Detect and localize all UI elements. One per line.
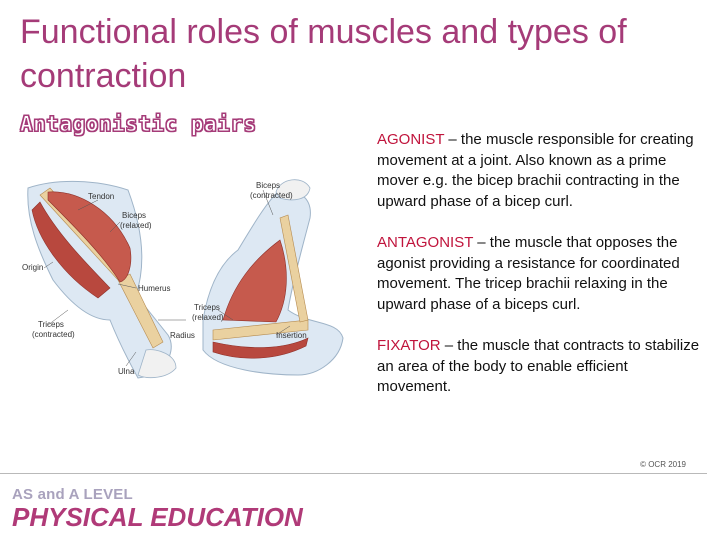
- label-tendon: Tendon: [88, 192, 114, 201]
- term-antagonist: ANTAGONIST: [377, 234, 474, 251]
- footer-divider: [0, 473, 707, 474]
- slide-title: Functional roles of muscles and types of…: [20, 13, 627, 95]
- label-biceps-contracted-2: (contracted): [250, 191, 293, 200]
- term-agonist: AGONIST: [377, 131, 445, 148]
- label-origin: Origin: [22, 263, 43, 272]
- antagonistic-pairs-diagram: Tendon Biceps (relaxed) Biceps (contract…: [18, 170, 348, 385]
- definition-fixator: FIXATOR – the muscle that contracts to s…: [377, 336, 702, 398]
- definition-antagonist: ANTAGONIST – the muscle that opposes the…: [377, 233, 702, 315]
- right-biceps-muscle: [222, 239, 287, 323]
- left-triceps-muscle: [31, 201, 111, 299]
- leader-lines: [43, 189, 291, 367]
- label-biceps-contracted-1: Biceps: [256, 181, 280, 190]
- label-biceps-relaxed-1: Biceps: [122, 211, 146, 220]
- label-triceps-relaxed-1: Triceps: [194, 303, 220, 312]
- right-forearm-bones: [279, 214, 309, 323]
- arm-muscles-illustration: Tendon Biceps (relaxed) Biceps (contract…: [22, 179, 344, 379]
- label-radius: Radius: [170, 331, 195, 340]
- definition-agonist: AGONIST – the muscle responsible for cre…: [377, 130, 702, 212]
- label-humerus: Humerus: [138, 284, 170, 293]
- copyright-notice: © OCR 2019: [640, 460, 686, 469]
- label-insertion: Insertion: [276, 331, 307, 340]
- definitions-list: AGONIST – the muscle responsible for cre…: [377, 130, 702, 419]
- right-triceps-muscle: [212, 337, 309, 359]
- definition-fixator-text: – the muscle that contracts to stabilize…: [377, 337, 700, 395]
- label-triceps-contracted-1: Triceps: [38, 320, 64, 329]
- label-ulna: Ulna: [118, 367, 135, 376]
- term-fixator: FIXATOR: [377, 337, 441, 354]
- section-subtitle: Antagonistic pairs: [20, 112, 257, 137]
- definition-agonist-text: – the muscle responsible for creating mo…: [377, 131, 694, 210]
- label-biceps-relaxed-2: (relaxed): [120, 221, 152, 230]
- right-hand: [275, 179, 311, 201]
- label-triceps-relaxed-2: (relaxed): [192, 313, 224, 322]
- definition-antagonist-text: – the muscle that opposes the agonist pr…: [377, 234, 680, 313]
- brand-subject: PHYSICAL EDUCATION: [12, 502, 303, 532]
- left-hand: [137, 349, 177, 379]
- label-triceps-contracted-2: (contracted): [32, 330, 75, 339]
- brand-level: AS and A LEVEL: [12, 486, 133, 503]
